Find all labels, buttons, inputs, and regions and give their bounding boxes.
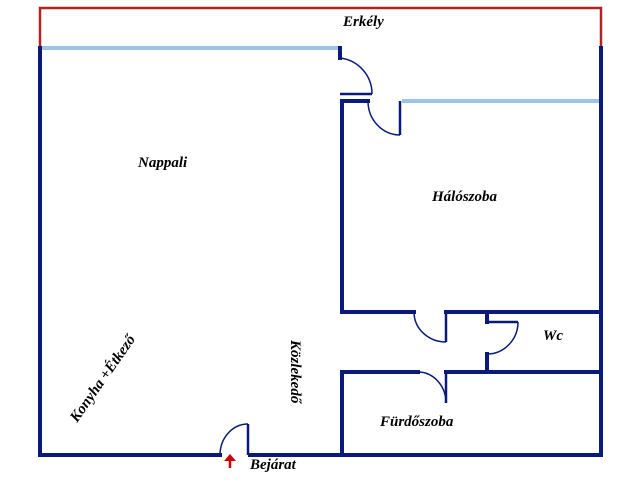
entrance-arrow-icon <box>224 454 236 468</box>
wc-label: Wc <box>543 328 563 344</box>
bathroom-label: Fürdőszoba <box>379 414 454 430</box>
wc-door <box>486 320 519 355</box>
kitchen-dining-label: Konyha +Étkező <box>66 331 140 427</box>
balcony-door <box>339 57 373 96</box>
living-room-label: Nappali <box>137 155 188 171</box>
balcony-label: Erkély <box>342 14 384 30</box>
bedroom-door <box>367 100 402 136</box>
entrance-label: Bejárat <box>249 457 297 473</box>
bedroom-lower-door <box>413 311 448 343</box>
corridor-label: Közlekedő <box>287 339 303 405</box>
balcony-outline <box>38 6 603 48</box>
bathroom-door <box>417 371 448 404</box>
entrance-door <box>219 423 250 456</box>
bedroom-label: Hálószoba <box>431 189 498 205</box>
